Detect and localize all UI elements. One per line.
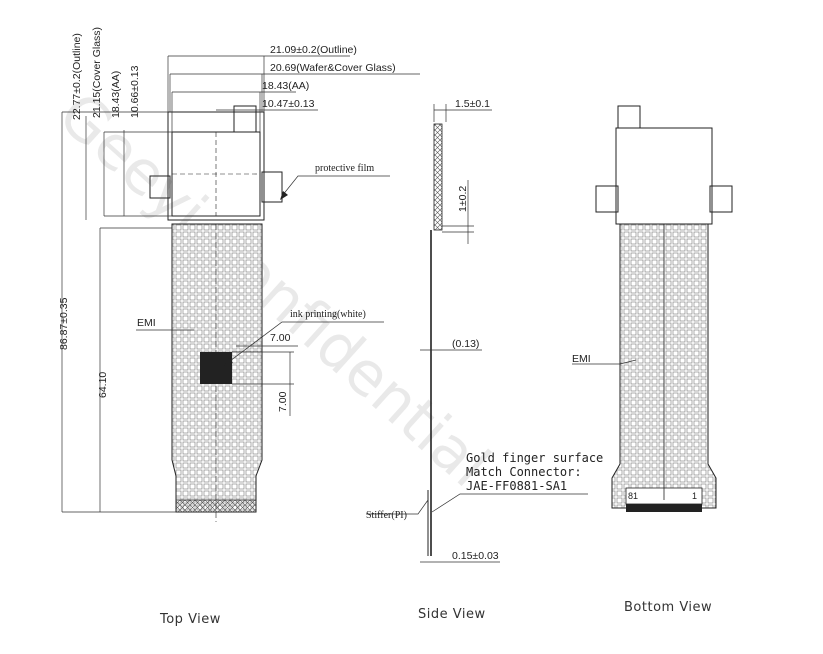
bottom-glass bbox=[615, 127, 713, 225]
fpc-length-dim: 64.10 bbox=[97, 372, 109, 398]
gold-finger-line1: Gold finger surface bbox=[466, 451, 603, 465]
protective-film-label: protective film bbox=[315, 163, 374, 174]
pin-1-label: 1 bbox=[692, 491, 697, 501]
left-tab bbox=[149, 175, 171, 199]
side-fpc-thickness-dim: (0.13) bbox=[452, 338, 479, 350]
aa-height-dim: 18.43(AA) bbox=[110, 71, 122, 118]
outline-height-dim: 22.77±0.2(Outline) bbox=[71, 33, 83, 120]
ink-width-dim: 7.00 bbox=[270, 332, 291, 344]
bottom-view: 81 1 EMI Bottom View bbox=[572, 105, 733, 615]
inner-width-dim: 10.47±0.13 bbox=[262, 98, 315, 110]
inner-height-dim: 10.66±0.13 bbox=[129, 65, 141, 118]
stiffer-label: Stiffer(PI) bbox=[366, 510, 407, 521]
total-length-dim: 86.87±0.35 bbox=[58, 297, 70, 350]
cover-glass bbox=[167, 111, 265, 221]
outline-width-dim: 21.09±0.2(Outline) bbox=[270, 44, 357, 56]
emi-label-bottom: EMI bbox=[572, 353, 591, 365]
side-glass-stack bbox=[433, 123, 443, 231]
ink-printing-area bbox=[200, 352, 232, 384]
side-view: 1.5±0.1 1±0.2 (0.13) 0.15±0.03 Stiffer(P… bbox=[366, 98, 603, 622]
aa-width-dim: 18.43(AA) bbox=[262, 80, 309, 92]
side-top-thickness-dim: 1.5±0.1 bbox=[455, 98, 490, 110]
side-bottom-thickness-dim: 0.15±0.03 bbox=[452, 550, 499, 562]
wafer-width-dim: 20.69(Wafer&Cover Glass) bbox=[270, 62, 396, 74]
top-view: 21.09±0.2(Outline) 20.69(Wafer&Cover Gla… bbox=[58, 27, 420, 627]
bottom-view-title: Bottom View bbox=[624, 600, 712, 615]
pin-81-label: 81 bbox=[628, 491, 638, 501]
gold-finger-line2: Match Connector: bbox=[466, 465, 582, 479]
bottom-left-tab bbox=[595, 185, 619, 213]
glass-height-dim: 21.15(Cover Glass) bbox=[91, 27, 103, 118]
gold-finger-contacts bbox=[626, 504, 702, 512]
bottom-top-tab bbox=[617, 105, 641, 129]
bottom-right-tab bbox=[709, 185, 733, 213]
ink-height-dim: 7.00 bbox=[277, 391, 289, 412]
ink-printing-label: ink printing(white) bbox=[290, 309, 366, 320]
right-tab bbox=[261, 171, 283, 203]
gold-finger-line3: JAE-FF0881-SA1 bbox=[466, 479, 567, 493]
emi-label-top: EMI bbox=[137, 317, 156, 329]
top-view-title: Top View bbox=[159, 612, 221, 627]
side-glass-thickness-dim: 1±0.2 bbox=[457, 186, 469, 212]
side-view-title: Side View bbox=[418, 607, 486, 622]
